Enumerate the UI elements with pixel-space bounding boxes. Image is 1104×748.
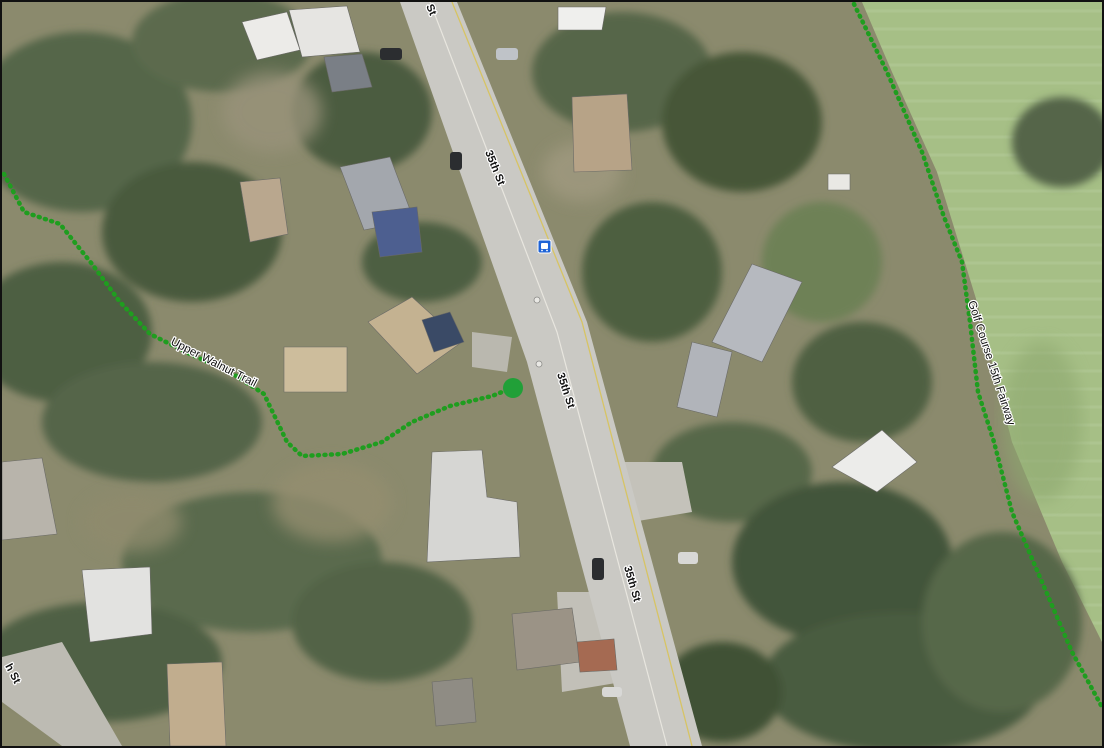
trail-endpoint-marker[interactable] [503,378,523,398]
golf-course-fairway-line[interactable] [851,2,1102,710]
house-roof [166,661,227,746]
house-roof [81,566,153,643]
house-roof [431,677,477,727]
house-roof [239,177,289,243]
house-roof [676,341,733,418]
house-roof [323,53,373,93]
upper-walnut-trail-line[interactable] [2,171,515,459]
house-roof [2,457,58,541]
house-roof [557,6,607,31]
buildings [2,5,918,746]
house-roof [711,263,803,363]
fairway-tree-cluster [1012,97,1102,187]
house-roof [371,206,423,258]
house-roof [831,429,918,493]
forest-canopy [2,2,1082,746]
street-35th[interactable] [400,2,702,746]
bus-stop-icon[interactable] [537,239,552,254]
house-roof [421,311,465,353]
house-roof [511,607,581,671]
road-marker [533,296,541,304]
house-roof [571,93,633,173]
house-roof [288,5,361,58]
house-roof [576,638,618,673]
parked-cars [380,48,698,697]
house-roof [827,173,851,191]
road-marker [535,360,543,368]
house-roof [426,449,521,563]
fairway-edge-trees [1002,342,1082,502]
street-centerline [429,2,668,746]
house-roof [283,346,348,393]
street-curb-yellow [451,2,693,746]
